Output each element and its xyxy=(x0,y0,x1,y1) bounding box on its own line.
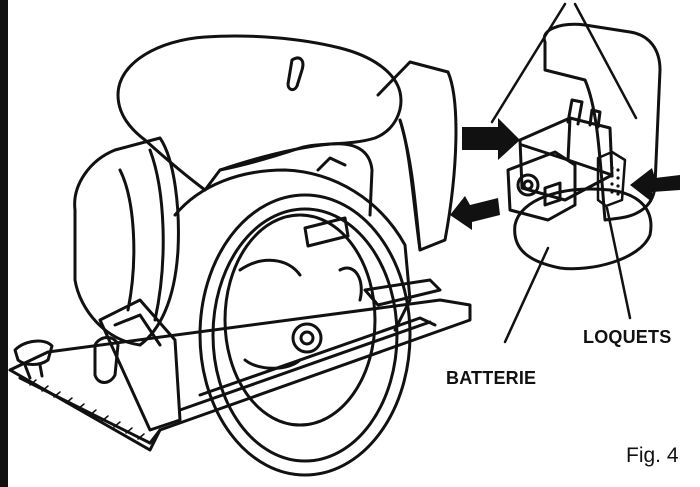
leader-lines xyxy=(490,2,638,344)
depth-knob xyxy=(13,339,54,366)
label-latches: LOQUETS xyxy=(583,327,672,347)
bevel-bracket xyxy=(98,298,182,432)
upper-blade-guard xyxy=(173,168,412,332)
saw-blade xyxy=(198,193,412,477)
battery-base xyxy=(513,187,653,271)
battery-latch xyxy=(596,150,627,208)
latch-grip-dots xyxy=(610,166,620,196)
battery-housing xyxy=(542,22,662,222)
arrow-right-top xyxy=(462,118,520,160)
label-battery: BATTERIE xyxy=(446,368,537,388)
figure-caption: Fig. 4 xyxy=(626,444,679,467)
blade-arbor xyxy=(291,322,323,354)
arrow-left-latch xyxy=(630,168,680,202)
guard-lever xyxy=(363,278,442,307)
base-ruler-ticks xyxy=(29,379,145,440)
arrow-left-bottom xyxy=(450,196,500,230)
battery-plug xyxy=(506,150,577,222)
handle-slot xyxy=(286,56,305,92)
bevel-knob xyxy=(93,336,120,384)
handle-inner xyxy=(218,142,374,217)
page-edge-bar xyxy=(0,0,8,487)
saw-handle xyxy=(116,34,403,192)
arrows xyxy=(450,118,680,230)
base-plate xyxy=(8,298,472,452)
lower-guard xyxy=(223,213,377,427)
